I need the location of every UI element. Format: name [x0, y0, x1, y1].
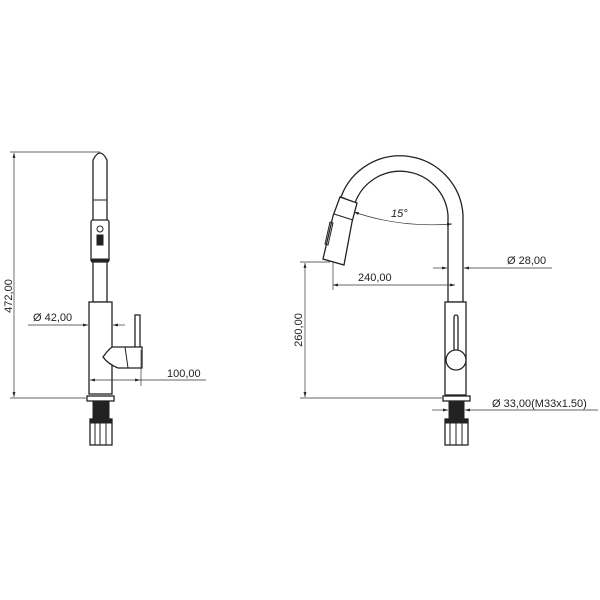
thread-dim-label: Ø 33,00(M33x1.50)	[492, 398, 587, 410]
spray-mode-icon	[96, 234, 104, 246]
side-spray-nozzle	[91, 258, 109, 263]
front-view-faucet	[322, 155, 471, 446]
front-thread	[448, 400, 465, 420]
side-lever	[102, 346, 143, 369]
front-handle	[453, 314, 459, 352]
side-dimensions: 472,00 Ø 42,00 100,00	[3, 151, 206, 399]
spout-diameter-label: Ø 28,00	[507, 255, 546, 267]
side-view-faucet	[86, 152, 143, 446]
height-dim-label: 472,00	[3, 279, 15, 313]
front-spray-head	[322, 196, 358, 266]
diameter-42-label: Ø 42,00	[33, 312, 72, 324]
side-thread	[92, 400, 110, 420]
angle-dim-label: 15°	[391, 208, 408, 220]
spray-button-icon	[96, 225, 104, 233]
reach-dim-label: 240,00	[358, 272, 392, 284]
front-base-flange	[442, 395, 471, 402]
spout-height-label: 260,00	[293, 313, 305, 347]
side-handle	[134, 314, 141, 350]
spray-button-icon	[324, 221, 334, 246]
handle-reach-label: 100,00	[167, 368, 201, 380]
front-lever-knob	[445, 349, 467, 371]
front-dimensions: 15° 240,00 Ø 28,00 260,00 Ø 33,00(M33x1.…	[293, 208, 598, 412]
side-base-flange	[86, 395, 115, 402]
